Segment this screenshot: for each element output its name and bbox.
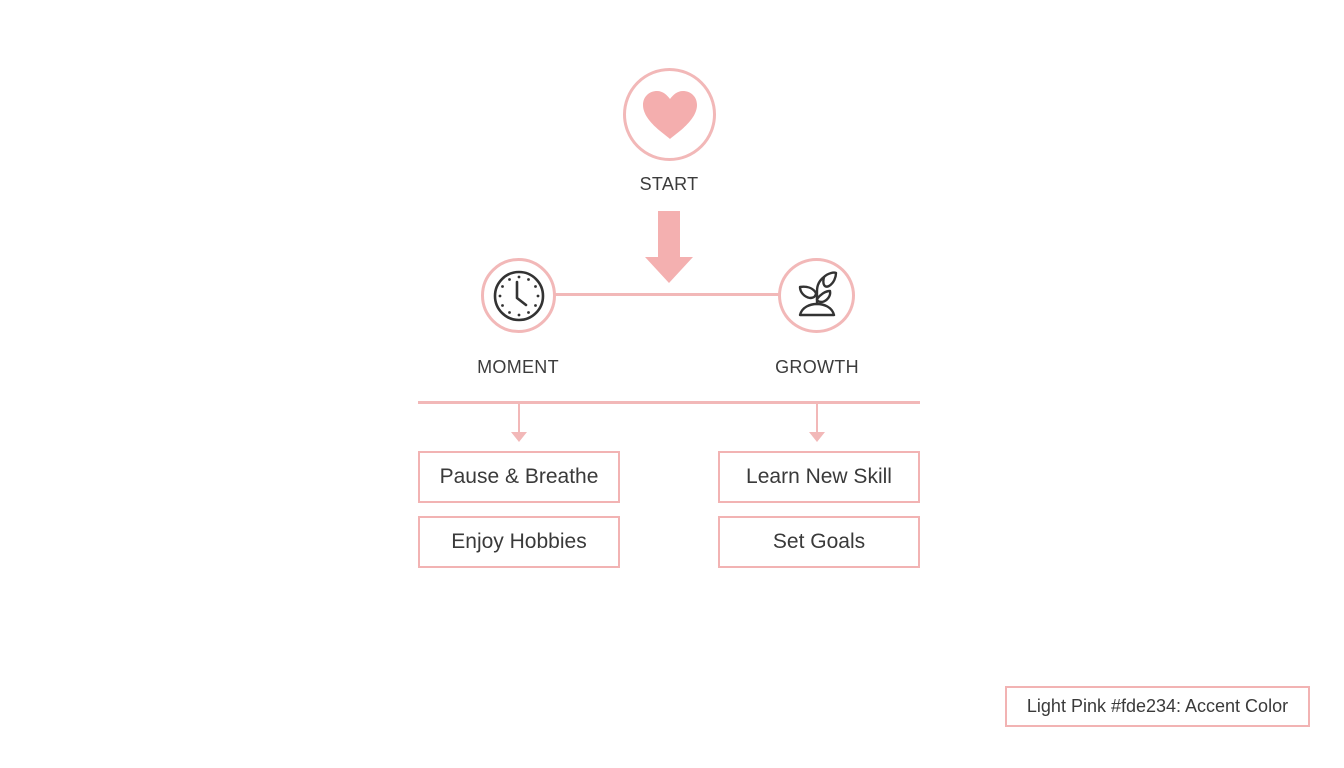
moment-item-box: Enjoy Hobbies [418, 516, 620, 568]
color-legend: Light Pink #fde234: Accent Color [1005, 686, 1310, 727]
growth-item-box: Set Goals [718, 516, 920, 568]
split-line [418, 401, 920, 404]
arrow-down-small-icon [511, 403, 527, 442]
growth-node [778, 258, 855, 333]
branch-connector-line [553, 293, 781, 296]
moment-label: MOMENT [477, 357, 559, 377]
growth-label: GROWTH [775, 357, 859, 377]
sprout-icon [798, 270, 837, 316]
start-node [623, 68, 716, 161]
heart-icon [642, 90, 697, 139]
arrow-down-small-icon [809, 403, 825, 442]
moment-node [481, 258, 556, 333]
arrow-down-icon [645, 211, 693, 283]
moment-item-box: Pause & Breathe [418, 451, 620, 503]
clock-icon [493, 270, 544, 321]
start-label: START [639, 174, 699, 194]
growth-item-box: Learn New Skill [718, 451, 920, 503]
